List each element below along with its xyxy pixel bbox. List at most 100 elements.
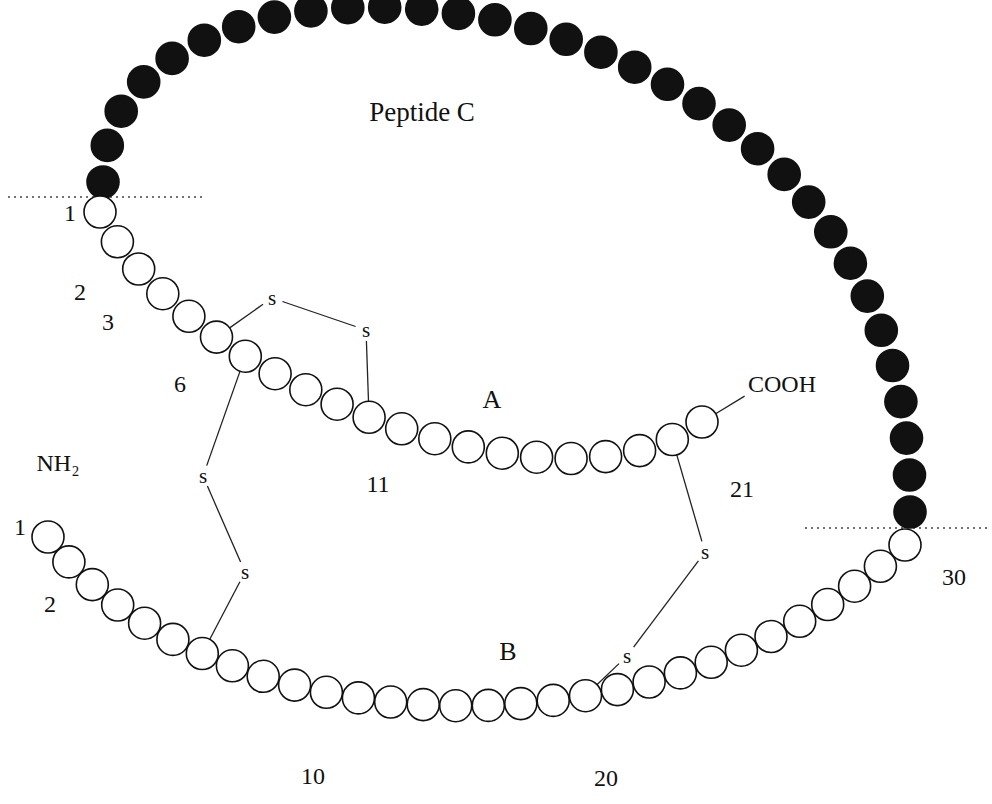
b-chain-residue [633, 666, 665, 698]
c-peptide-residue [865, 314, 897, 346]
c-peptide-residue [87, 166, 119, 198]
chain-label: 6 [174, 372, 186, 396]
b-chain-residue [784, 605, 816, 637]
c-peptide-residue [619, 51, 651, 83]
chain-label: 30 [942, 565, 966, 589]
b-chain-residue [570, 680, 602, 712]
disulfide-bond [207, 366, 242, 466]
a-chain-residue [555, 443, 587, 475]
a-chain-residue [521, 441, 553, 473]
c-peptide-residue [156, 42, 188, 74]
chain-label: Peptide C [369, 99, 475, 126]
disulfide-bond [207, 582, 240, 645]
disulfide-bond [634, 561, 699, 647]
a-chain-residue [321, 388, 353, 420]
c-peptide-residue [894, 459, 926, 491]
c-peptide-residue [128, 66, 160, 98]
c-peptide-residue [877, 350, 909, 382]
c-peptide-residue [683, 88, 715, 120]
a-chain-residue [123, 253, 155, 285]
b-chain-residue [157, 623, 189, 655]
b-chain-residue [76, 569, 108, 601]
chain-label: 11 [366, 472, 389, 496]
c-peptide-residue [768, 158, 800, 190]
chain-label: s [268, 288, 276, 309]
chain-label: s [362, 320, 370, 341]
a-chain-residue [386, 413, 418, 445]
c-peptide-residue [369, 0, 401, 23]
chain-label: NH₂ [36, 451, 79, 475]
disulfide-bond [675, 449, 702, 541]
c-peptide-residue [258, 1, 290, 33]
cleavage-line [805, 527, 988, 529]
b-chain-residue [505, 688, 537, 720]
b-chain-residue [216, 650, 248, 682]
c-peptide-residue [834, 247, 866, 279]
chain-label: A [483, 387, 502, 413]
chain-label: 1 [14, 515, 26, 539]
c-peptide-residue [479, 4, 511, 36]
b-chain-residue [279, 669, 311, 701]
b-chain-residue [889, 529, 921, 561]
a-chain-residue [656, 424, 688, 456]
a-chain-residue [101, 226, 133, 258]
a-chain-residue [624, 435, 656, 467]
a-chain-residue [84, 196, 116, 228]
a-chain-residue [686, 406, 718, 438]
c-peptide-residue [295, 0, 327, 27]
chain-label: COOH [748, 372, 816, 396]
chain-label: B [499, 639, 516, 665]
b-chain-residue [129, 607, 161, 639]
a-chain-residue [147, 278, 179, 310]
c-peptide-residue [891, 422, 923, 454]
a-chain-residue [486, 437, 518, 469]
c-peptide-residue [332, 0, 364, 24]
chain-label: s [701, 542, 709, 563]
chain-label: 20 [594, 766, 618, 790]
c-peptide-residue [406, 0, 438, 25]
a-chain-residue [452, 431, 484, 463]
chain-label: 10 [301, 764, 325, 788]
b-chain-residue [601, 674, 633, 706]
a-chain-residue [201, 321, 233, 353]
disulfide-bond [225, 304, 263, 331]
c-peptide-residue [885, 386, 917, 418]
chain-label: 3 [102, 310, 114, 334]
chain-label: s [199, 466, 207, 487]
disulfide-bond [366, 341, 368, 407]
a-chain-residue [290, 374, 322, 406]
b-chain-residue [247, 660, 279, 692]
a-chain-residue [353, 401, 385, 433]
a-chain-residue [229, 340, 261, 372]
c-peptide-residue [713, 109, 745, 141]
a-chain-residue [173, 300, 205, 332]
chain-label: s [623, 646, 631, 667]
a-chain-residue [419, 423, 451, 455]
c-peptide-residue [188, 24, 220, 56]
c-peptide-residue [585, 36, 617, 68]
b-chain-residue [310, 676, 342, 708]
chain-label: 2 [74, 280, 86, 304]
c-peptide-residue [223, 11, 255, 43]
c-peptide-residue [652, 68, 684, 100]
c-peptide-residue [793, 186, 825, 218]
a-chain-residue [590, 441, 622, 473]
c-peptide-residue [894, 496, 926, 528]
b-chain-residue [186, 638, 218, 670]
b-chain-residue [537, 684, 569, 716]
b-chain-residue [755, 621, 787, 653]
c-peptide-residue [550, 23, 582, 55]
c-peptide-residue [742, 133, 774, 165]
b-chain-residue [695, 646, 727, 678]
c-peptide-residue [442, 0, 474, 29]
b-chain-residue [664, 657, 696, 689]
c-peptide-residue [815, 216, 847, 248]
c-peptide-residue [515, 13, 547, 45]
b-chain-residue [375, 686, 407, 718]
c-peptide-residue [105, 95, 137, 127]
a-chain-residue [259, 358, 291, 390]
chain-label: 2 [44, 592, 56, 616]
b-chain-residue [725, 634, 757, 666]
c-peptide-residue [91, 129, 123, 161]
